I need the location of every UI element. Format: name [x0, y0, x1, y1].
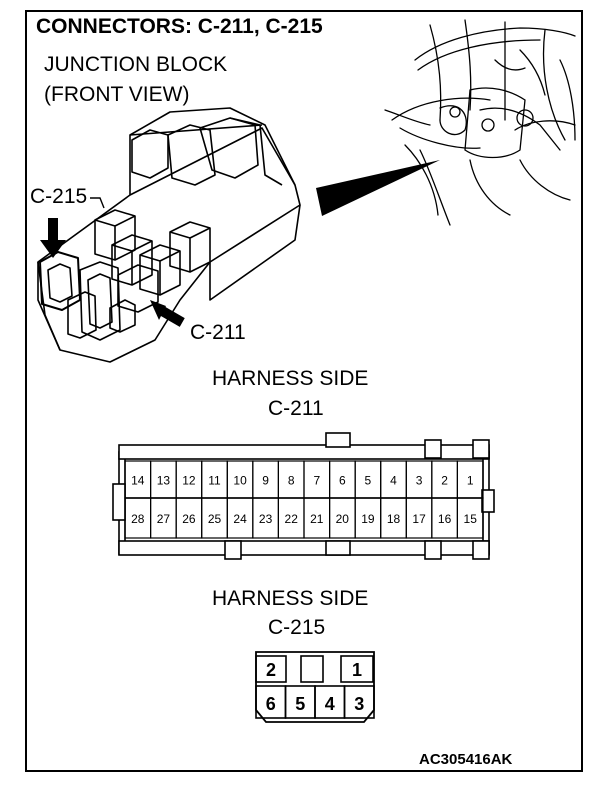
c215-socket	[39, 251, 81, 311]
c211-pin-number: 4	[390, 474, 397, 488]
c211-pin-number: 6	[339, 474, 346, 488]
c215-harness-side-heading: HARNESS SIDE	[212, 587, 369, 610]
c211-pin-number: 16	[438, 512, 452, 526]
c211-socket	[79, 261, 121, 341]
c211-pin-number: 3	[416, 474, 423, 488]
c215-pin-cell	[255, 655, 287, 683]
c215-callout-label: C-215	[30, 185, 88, 208]
c211-pin-number: 9	[262, 474, 269, 488]
c211-pin-number: 18	[387, 512, 401, 526]
c211-pin-number: 2	[441, 474, 448, 488]
c211-pin-number: 24	[233, 512, 247, 526]
c211-pin-number: 1	[467, 474, 474, 488]
c211-callout	[150, 300, 185, 327]
c211-pin-number: 15	[464, 512, 478, 526]
c211-pin-number: 11	[208, 474, 221, 488]
c211-pin-number: 17	[412, 512, 426, 526]
front-view-label: (FRONT VIEW)	[44, 83, 190, 106]
c215-pin-number: 6	[266, 694, 276, 714]
dashboard-location-illustration	[384, 19, 576, 226]
c211-pin-number: 10	[233, 474, 247, 488]
c211-pin-number: 22	[285, 512, 299, 526]
c211-pin-number: 20	[336, 512, 350, 526]
page-title: CONNECTORS: C-211, C-215	[36, 15, 323, 38]
relay-block	[117, 264, 159, 313]
c211-pin-number: 27	[157, 512, 171, 526]
c211-pin-number: 5	[365, 474, 372, 488]
c215-pin-cell	[340, 655, 374, 683]
c215-pin-cell	[300, 655, 324, 683]
c211-connector-name: C-211	[268, 397, 324, 420]
c211-pin-number: 13	[157, 474, 171, 488]
c215-arrow-icon	[40, 240, 66, 258]
c215-callout	[40, 197, 105, 258]
c215-pin-number: 2	[266, 660, 276, 680]
c211-pin-number: 28	[131, 512, 145, 526]
c215-pin-number: 3	[354, 694, 364, 714]
c215-connector-name: C-215	[268, 616, 326, 639]
c211-pin-number: 23	[259, 512, 273, 526]
junction-block-illustration	[37, 107, 301, 363]
c211-arrow-icon	[150, 300, 166, 320]
c211-callout-label: C-211	[190, 321, 246, 344]
c211-pin-number: 25	[208, 512, 222, 526]
relay-block	[111, 234, 153, 286]
figure-code: AC305416AK	[419, 751, 513, 768]
c211-harness-side-heading: HARNESS SIDE	[212, 367, 369, 390]
c215-pin-number: 4	[325, 694, 335, 714]
c211-pin-number: 8	[288, 474, 295, 488]
c211-pin-number: 12	[182, 474, 196, 488]
junction-block-label: JUNCTION BLOCK	[44, 53, 228, 76]
c211-pin-number: 7	[313, 474, 320, 488]
c215-pin-number: 5	[295, 694, 305, 714]
c215-pin-number: 1	[352, 660, 362, 680]
c211-pin-cell	[456, 497, 484, 539]
c211-pin-number: 14	[131, 474, 145, 488]
diagram-frame	[25, 10, 583, 772]
relay-block	[139, 244, 181, 296]
c211-pin-number: 21	[310, 512, 324, 526]
c211-pin-number: 26	[182, 512, 196, 526]
c211-pin-number: 19	[361, 512, 375, 526]
location-pointer-icon	[316, 160, 440, 216]
c215-pin-cell	[343, 685, 375, 719]
